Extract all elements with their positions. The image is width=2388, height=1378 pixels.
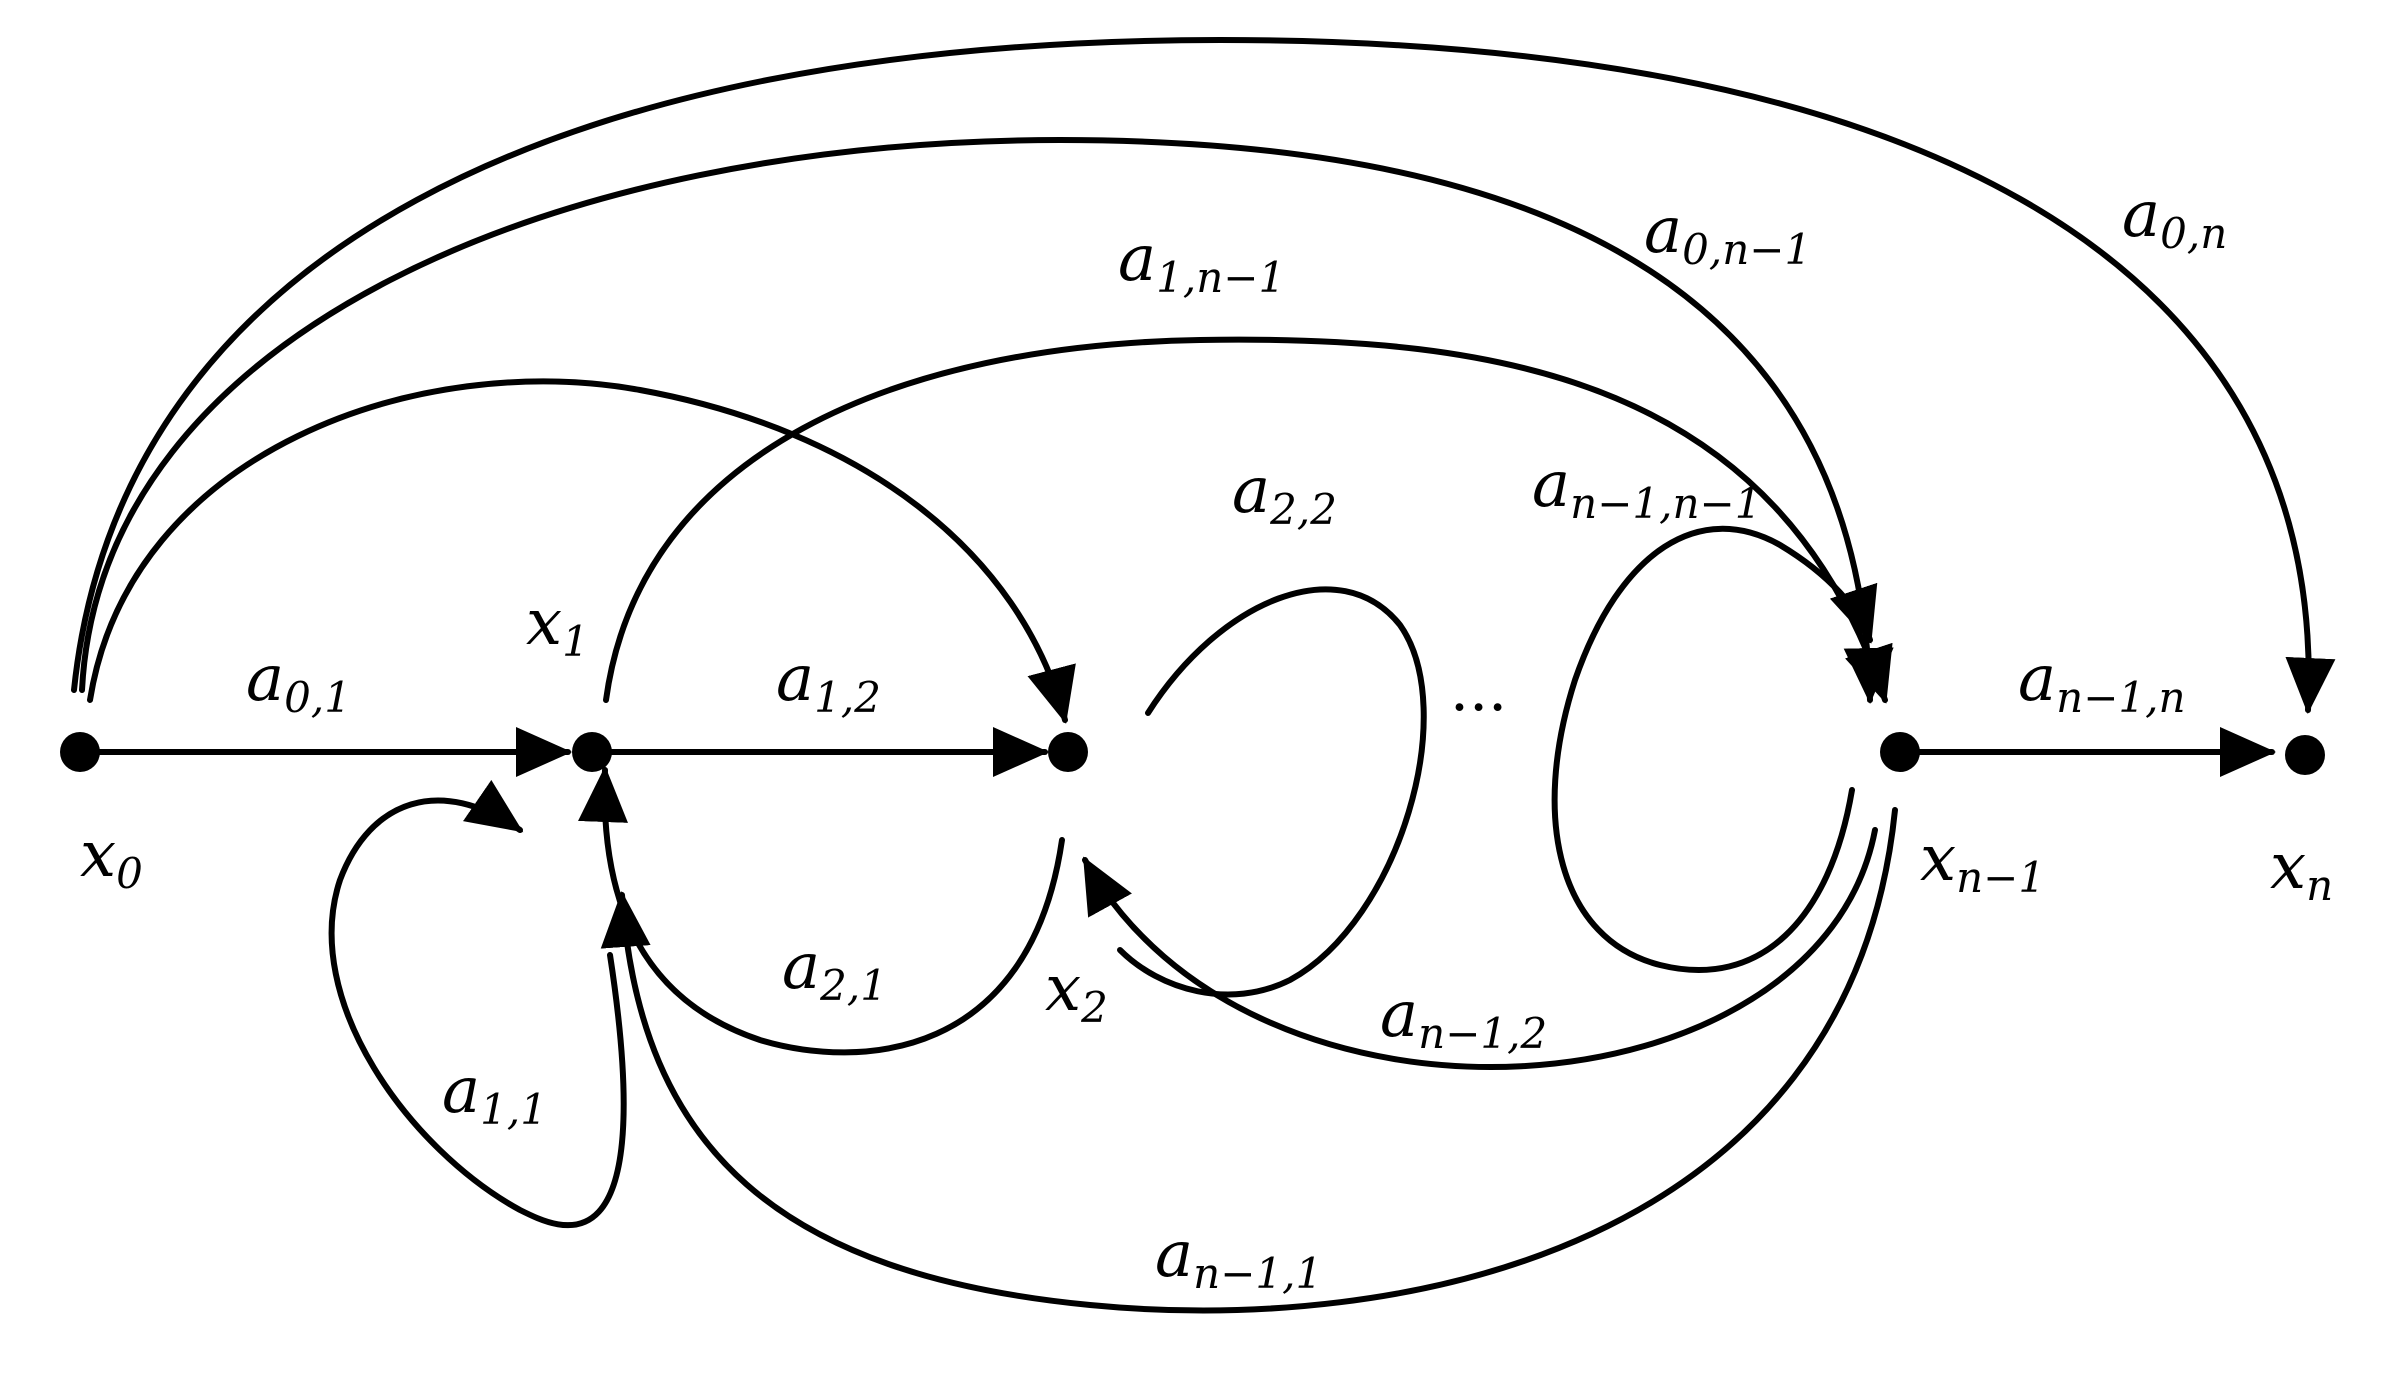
label-xn: xn [2270, 830, 2333, 910]
label-xn1: xn−1 [1920, 822, 2045, 902]
label-a11: a1,1 [442, 1054, 547, 1134]
label-an12: an−1,2 [1380, 978, 1547, 1058]
node-x1 [572, 732, 612, 772]
node-x2 [1048, 732, 1088, 772]
label-an1n: an−1,n [2018, 642, 2186, 722]
label-a0n1: a0,n−1 [1644, 194, 1811, 274]
label-x0: x0 [80, 818, 143, 898]
label-a22: a2,2 [1232, 454, 1337, 534]
node-xn [2285, 735, 2325, 775]
edge-a11 [328, 779, 627, 1229]
edge-a0n1 [79, 136, 1894, 704]
node-x0 [60, 732, 100, 772]
label-a1n1: a1,n−1 [1118, 222, 1285, 302]
edge-a02 [87, 378, 1076, 724]
label-an1n1: an−1,n−1 [1532, 448, 1761, 528]
edge-an12 [1082, 827, 1878, 1070]
label-x1: x1 [526, 586, 589, 666]
node-xn1 [1880, 732, 1920, 772]
edge-a0n [71, 36, 2336, 714]
label-an11: an−1,1 [1155, 1218, 1322, 1298]
label-a0n: a0,n [2122, 178, 2227, 258]
edge-a1n1 [603, 336, 1893, 704]
edge-an11 [600, 807, 1898, 1314]
ellipsis: ··· [1450, 673, 1507, 743]
edge-a22 [1117, 586, 1427, 998]
label-a12: a1,2 [776, 642, 881, 722]
edge-an1n1 [1551, 525, 1878, 973]
label-a21: a2,1 [782, 930, 887, 1010]
label-x2: x2 [1045, 952, 1108, 1032]
label-a01: a0,1 [246, 642, 351, 722]
